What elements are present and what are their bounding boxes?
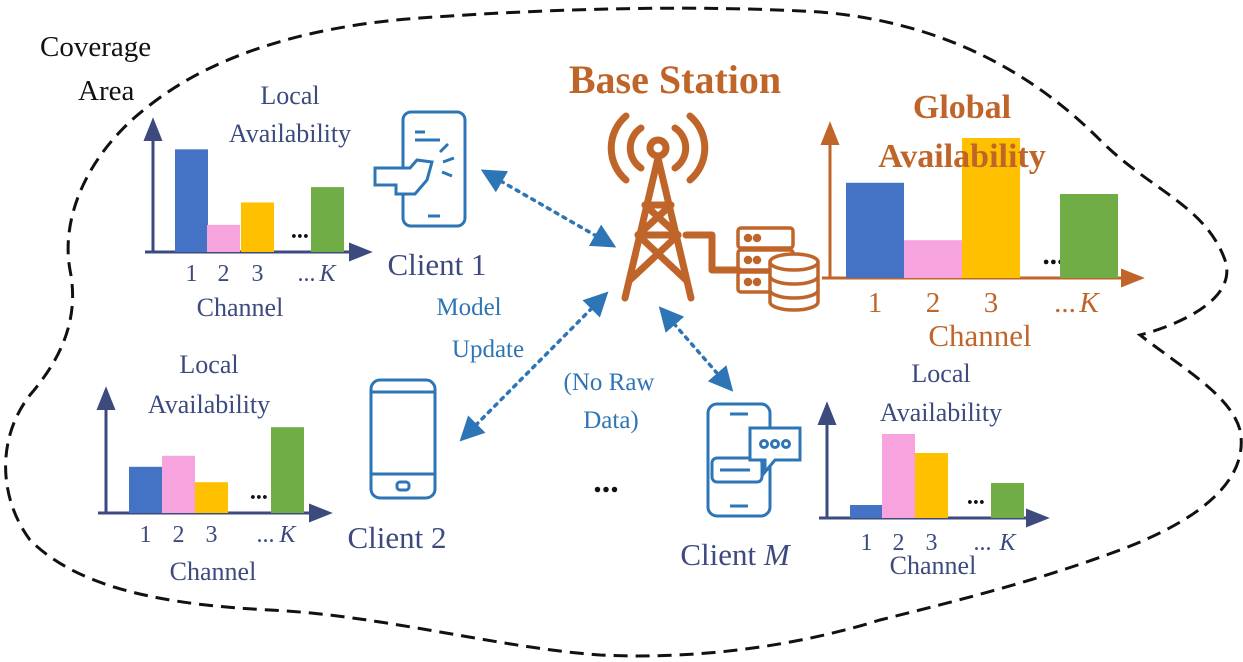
arrow-client2-bs bbox=[459, 291, 609, 442]
tick-label: K bbox=[278, 522, 297, 548]
tick-label: 1 bbox=[861, 530, 873, 556]
tick-label: 2 bbox=[218, 261, 230, 287]
bar-1 bbox=[850, 505, 883, 518]
tick-label: 3 bbox=[206, 522, 218, 548]
tick-label: ... bbox=[1054, 287, 1076, 319]
chart-title-line2: Availability bbox=[148, 390, 270, 419]
bar-K bbox=[1060, 194, 1118, 278]
bar-K bbox=[991, 483, 1024, 518]
tick-label: 2 bbox=[893, 530, 905, 556]
x-axis-label: Channel bbox=[197, 293, 284, 322]
bar-2 bbox=[162, 455, 195, 513]
client-m-label: Client M bbox=[680, 537, 792, 572]
tick-label: ... bbox=[974, 530, 992, 556]
chart-title-line1: Local bbox=[260, 81, 319, 110]
chart-title-line1: Local bbox=[911, 359, 970, 388]
bar-3 bbox=[241, 202, 274, 252]
tick-label: 2 bbox=[173, 522, 185, 548]
x-axis-label: Channel bbox=[170, 557, 257, 586]
bar-2 bbox=[207, 224, 240, 252]
bar-1 bbox=[846, 182, 904, 278]
tick-label: K bbox=[318, 261, 337, 287]
client-m-label-var: M bbox=[763, 537, 792, 572]
client-m-label-prefix: Client bbox=[680, 537, 764, 572]
x-axis-label: Channel bbox=[928, 318, 1031, 353]
arrow-clientm-bs bbox=[658, 306, 734, 392]
no-raw-data-line1: (No Raw bbox=[564, 369, 655, 396]
bar-K bbox=[311, 187, 344, 252]
bar-3 bbox=[915, 453, 948, 518]
tick-label: K bbox=[1078, 287, 1100, 319]
tick-label: 2 bbox=[926, 287, 941, 319]
tick-label: ... bbox=[298, 261, 316, 287]
client-2-label: Client 2 bbox=[347, 520, 446, 555]
bar-3 bbox=[962, 138, 1020, 278]
base-station-title: Base Station bbox=[569, 57, 781, 102]
no-raw-data-line2: Data) bbox=[583, 407, 639, 434]
client-2-phone-icon bbox=[369, 378, 437, 500]
tick-label: 3 bbox=[984, 287, 999, 319]
tick-label: 1 bbox=[140, 522, 152, 548]
tick-label: K bbox=[998, 530, 1017, 556]
clients-ellipsis: ... bbox=[593, 463, 619, 500]
coverage-boundary bbox=[4, 6, 1243, 658]
bar-ellipsis: ... bbox=[250, 479, 268, 505]
tick-label: 1 bbox=[868, 287, 883, 319]
model-update-line1: Model bbox=[436, 294, 501, 321]
tick-label: ... bbox=[257, 522, 275, 548]
tick-label: 1 bbox=[186, 261, 198, 287]
bar-2 bbox=[882, 434, 915, 518]
tower-icon bbox=[607, 112, 742, 302]
model-update-line2: Update bbox=[452, 336, 524, 363]
chart-title-line1: Global bbox=[913, 89, 1011, 126]
x-axis-label: Channel bbox=[890, 551, 977, 580]
bar-1 bbox=[129, 466, 162, 513]
tick-label: 3 bbox=[252, 261, 264, 287]
client-1-label: Client 1 bbox=[387, 247, 486, 282]
client-m-phone-icon bbox=[706, 402, 802, 518]
arrow-client1-bs bbox=[480, 169, 617, 248]
bar-3 bbox=[195, 482, 228, 513]
bar-1 bbox=[175, 149, 208, 252]
bar-ellipsis: ... bbox=[1043, 239, 1065, 271]
tick-label: 3 bbox=[926, 530, 938, 556]
chart-title-line2: Availability bbox=[229, 119, 351, 148]
chart-title-line2: Availability bbox=[880, 398, 1002, 427]
client-1-phone-icon bbox=[373, 110, 467, 228]
bar-ellipsis: ... bbox=[291, 218, 309, 244]
bar-K bbox=[271, 427, 304, 513]
chart-title-line2: Availability bbox=[878, 138, 1046, 175]
bar-ellipsis: ... bbox=[967, 484, 985, 510]
coverage-label-line1: Coverage bbox=[40, 31, 151, 63]
chart-title-line1: Local bbox=[179, 350, 238, 379]
server-database-icon bbox=[736, 226, 820, 312]
coverage-label-line2: Area bbox=[78, 75, 134, 107]
bar-2 bbox=[904, 240, 962, 278]
